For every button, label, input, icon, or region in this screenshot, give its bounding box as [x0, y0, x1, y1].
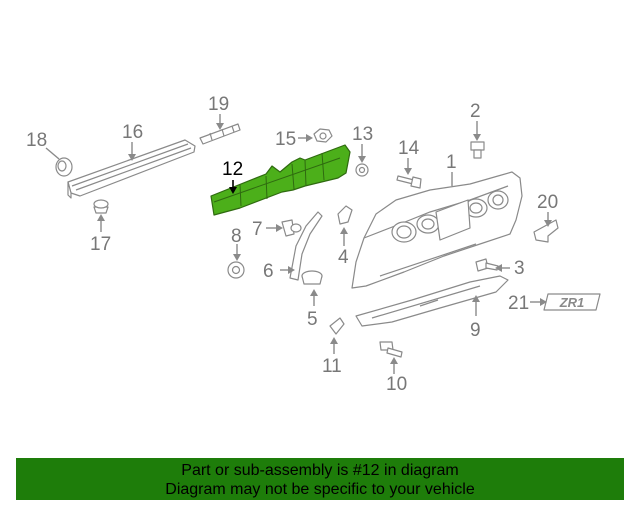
callout-21[interactable]: 21 — [508, 293, 529, 314]
part-6-strip[interactable] — [289, 211, 323, 281]
callout-19[interactable]: 19 — [208, 94, 229, 115]
notice-line-2: Diagram may not be specific to your vehi… — [165, 481, 475, 498]
part-11-bracket[interactable] — [329, 317, 345, 335]
notice-line-1: Part or sub-assembly is #12 in diagram — [181, 462, 459, 479]
callout-16[interactable]: 16 — [122, 122, 143, 143]
callout-5[interactable]: 5 — [307, 309, 318, 330]
callout-10[interactable]: 10 — [386, 374, 407, 395]
callout-labels: 18 16 17 19 15 13 12 14 1 2 20 3 21 9 10… — [26, 94, 558, 395]
callout-15[interactable]: 15 — [275, 129, 296, 150]
callout-9[interactable]: 9 — [470, 320, 481, 341]
part-21-badge[interactable]: ZR1 — [543, 293, 601, 311]
part-13-washer[interactable] — [355, 163, 369, 177]
callout-2[interactable]: 2 — [470, 101, 481, 122]
part-1-rear-fascia[interactable] — [351, 171, 523, 289]
callout-11[interactable]: 11 — [322, 356, 342, 377]
part-9-valance[interactable] — [355, 275, 509, 327]
callout-7[interactable]: 7 — [252, 219, 263, 240]
callout-8[interactable]: 8 — [231, 226, 242, 247]
callout-6[interactable]: 6 — [263, 261, 274, 282]
part-5-bumper-stop[interactable] — [301, 270, 323, 285]
callout-20[interactable]: 20 — [537, 192, 558, 213]
notice-banner: Part or sub-assembly is #12 in diagram D… — [16, 458, 624, 500]
part-20-bracket[interactable] — [533, 219, 559, 243]
part-16-rocker-molding[interactable] — [67, 139, 196, 199]
part-12-reinforcement[interactable] — [210, 144, 351, 216]
part-15-nut[interactable] — [313, 128, 333, 143]
callout-13[interactable]: 13 — [352, 124, 373, 145]
callout-1[interactable]: 1 — [446, 152, 457, 173]
part-14-bolt[interactable] — [396, 175, 422, 189]
part-8-grommet[interactable] — [227, 261, 245, 279]
part-7-clip[interactable] — [281, 219, 302, 237]
callout-4[interactable]: 4 — [338, 247, 349, 268]
callout-14[interactable]: 14 — [398, 138, 420, 159]
part-17-clip[interactable] — [93, 199, 109, 214]
callout-3[interactable]: 3 — [514, 258, 525, 279]
callout-18[interactable]: 18 — [26, 130, 47, 151]
part-3-bolt[interactable] — [475, 258, 499, 272]
part-10-bolt[interactable] — [379, 341, 403, 358]
part-4-bracket[interactable] — [337, 205, 353, 225]
part-2-bolt[interactable] — [470, 141, 485, 159]
callout-12[interactable]: 12 — [222, 159, 243, 180]
badge-text: ZR1 — [559, 295, 585, 310]
callout-17[interactable]: 17 — [90, 234, 111, 255]
leader-lines — [45, 114, 552, 374]
part-18-grommet[interactable] — [55, 157, 73, 177]
part-19-bracket[interactable] — [199, 123, 241, 145]
